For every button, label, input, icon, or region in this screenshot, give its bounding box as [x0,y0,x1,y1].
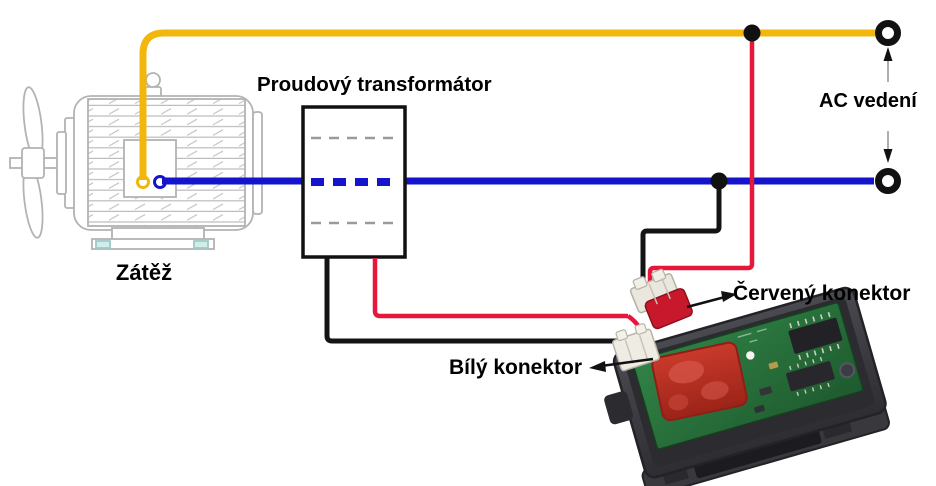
white-connector-label: Bílý konektor [449,356,582,379]
junction-dot-live [743,24,761,42]
arrow-down-icon [883,131,893,163]
current-transformer-box [301,105,407,259]
arrow-up-icon [883,47,893,82]
junction-dot-neutral [710,172,728,190]
display-block [651,341,748,422]
ic-chip-2 [786,356,835,396]
meter-power-black-wire [640,181,722,292]
live-wire [139,29,875,180]
red-connector-label: Červený konektor [733,281,910,305]
ac-terminal-top [875,20,901,46]
capacitor [839,362,856,379]
ct-secondary-red-wire [372,258,628,319]
load-motor [9,72,263,250]
white-connector-arrow [589,357,654,372]
transformer-label: Proudový transformátor [257,73,492,96]
red-connector [629,268,693,330]
fan-icon [21,86,45,239]
ic-chip [788,311,843,360]
led-dot [746,351,755,360]
load-label: Zátěž [116,260,172,285]
ct-secondary-black-wire [324,258,640,344]
red-connector-arrow [686,291,737,309]
terminal-box [123,139,177,198]
lifting-hook [144,72,162,98]
meter-module [604,286,890,486]
ac-terminal-bottom [875,168,901,194]
ac-line-label: AC vedení [819,90,918,112]
meter-power-red-wire [647,30,755,298]
